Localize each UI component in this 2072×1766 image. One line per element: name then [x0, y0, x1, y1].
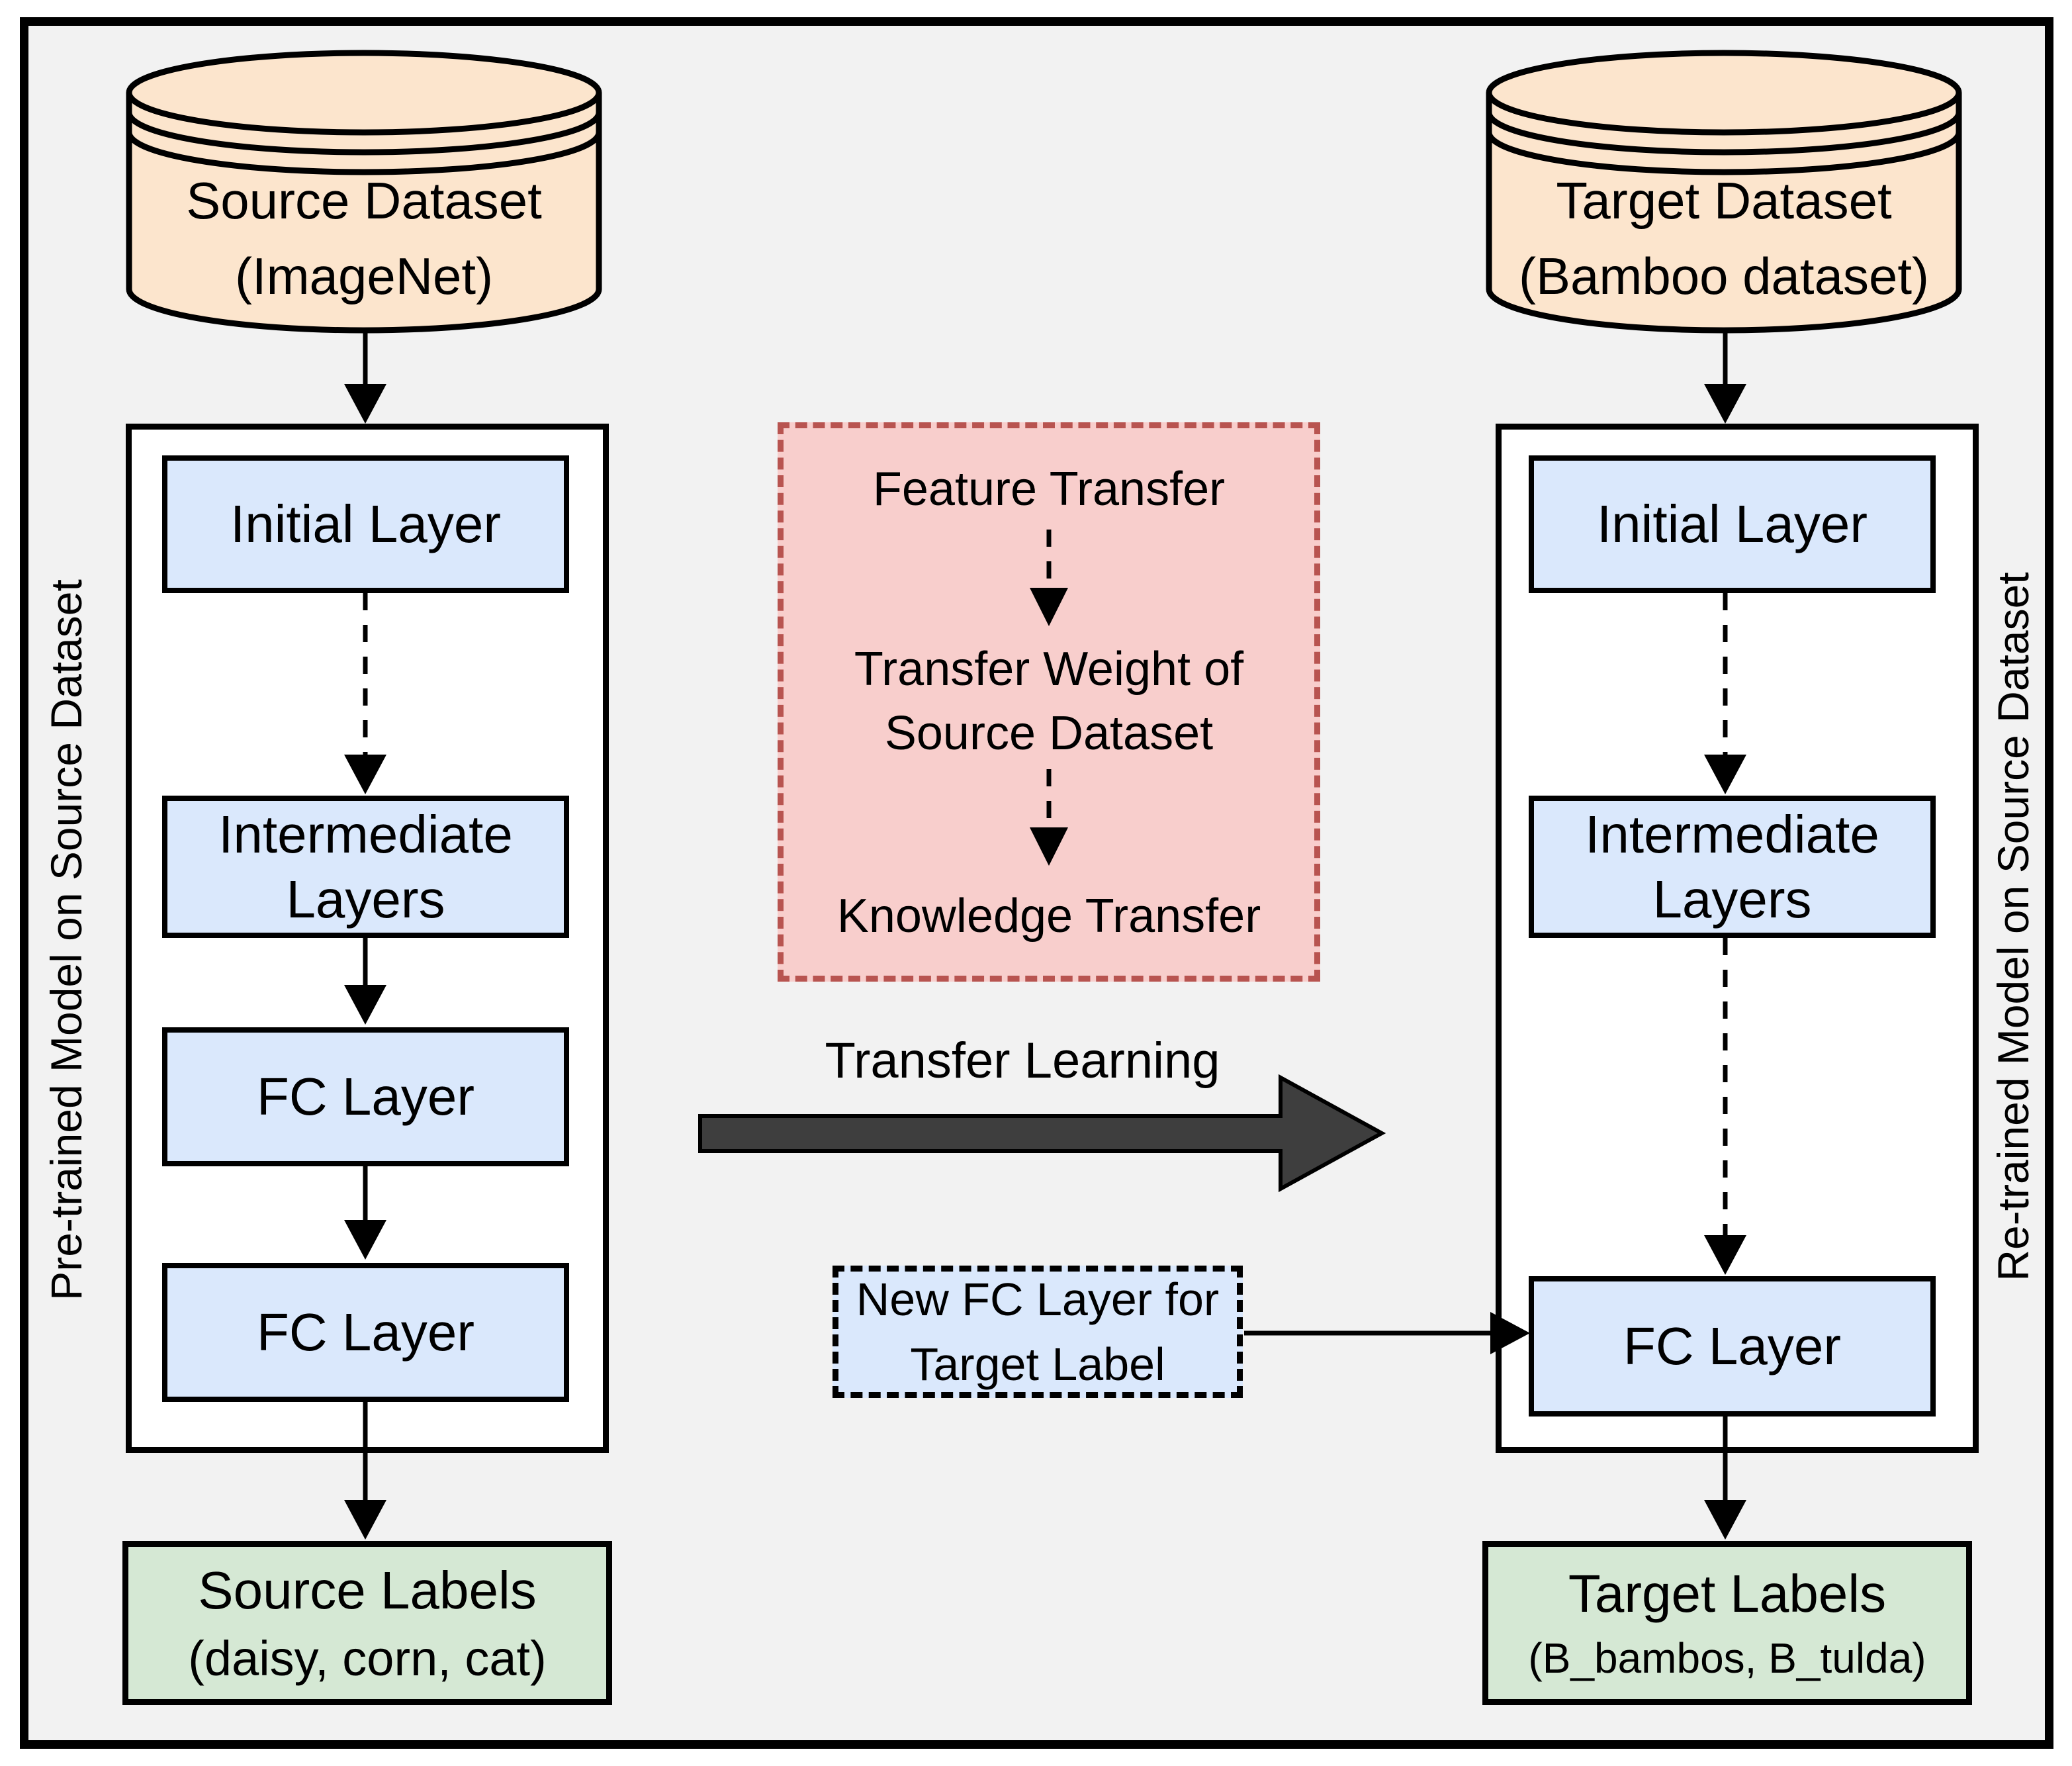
cylinder-body — [126, 93, 602, 334]
new-fc-layer-line2: Target Label — [910, 1338, 1165, 1390]
right-fc-layer-box: FC Layer — [1529, 1276, 1936, 1417]
knowledge-transfer-label: Knowledge Transfer — [836, 890, 1261, 943]
left-fc-layer-2-label: FC Layer — [257, 1303, 474, 1362]
source-dataset-name: Source Dataset — [186, 171, 542, 230]
transfer-steps-panel — [778, 422, 1320, 982]
cylinder-rim-line — [126, 112, 602, 156]
transfer-weight-line1: Transfer Weight of — [854, 642, 1244, 696]
right-initial-layer-box: Initial Layer — [1529, 455, 1936, 593]
transfer-weight-line2: Source Dataset — [884, 707, 1214, 760]
target-dataset-label: Target Dataset (Bamboo dataset) — [1486, 147, 1962, 330]
arrowhead — [1704, 384, 1746, 424]
left-intermediate-layers-box: Intermediate Layers — [162, 796, 569, 938]
left-initial-layer-label: Initial Layer — [230, 494, 502, 554]
transfer-learning-label: Transfer Learning — [825, 1032, 1220, 1089]
feature-transfer-label: Feature Transfer — [872, 463, 1226, 516]
source-dataset-subname: (ImageNet) — [234, 246, 494, 305]
right-side-label: Re-trained Model on Source Dataset — [1989, 572, 2038, 1281]
arrowhead — [344, 384, 386, 424]
source-dataset-label: Source Dataset (ImageNet) — [126, 147, 602, 330]
cylinder-body — [1486, 93, 1962, 334]
source-labels-box: Source Labels (daisy, corn, cat) — [122, 1541, 612, 1705]
cylinder-rim-line — [1486, 132, 1962, 175]
left-intermediate-layers-label: Intermediate Layers — [218, 804, 513, 929]
arrowhead — [1704, 1500, 1746, 1540]
left-fc-layer-box-1: FC Layer — [162, 1027, 569, 1166]
transfer-learning-arrow — [698, 1074, 1386, 1193]
left-side-label: Pre-trained Model on Source Dataset — [42, 579, 91, 1301]
target-labels-classes: (B_bambos, B_tulda) — [1528, 1634, 1926, 1682]
right-intermediate-layers-label: Intermediate Layers — [1585, 804, 1879, 929]
source-labels-classes: (daisy, corn, cat) — [188, 1630, 547, 1686]
cylinder-rim-line — [126, 132, 602, 175]
target-dataset-subname: (Bamboo dataset) — [1518, 246, 1929, 305]
right-initial-layer-label: Initial Layer — [1596, 494, 1868, 554]
cylinder-rim-line — [1486, 112, 1962, 156]
arrowhead — [344, 1500, 386, 1540]
new-fc-layer-box: New FC Layer for Target Label — [833, 1266, 1243, 1398]
database-icon — [126, 50, 602, 334]
target-labels-title: Target Labels — [1568, 1564, 1887, 1623]
target-dataset-name: Target Dataset — [1556, 171, 1892, 230]
database-icon — [1486, 50, 1962, 334]
left-fc-layer-box-2: FC Layer — [162, 1263, 569, 1402]
new-fc-layer-line1: New FC Layer for — [856, 1274, 1220, 1325]
target-dataset-cylinder: Target Dataset (Bamboo dataset) — [1486, 48, 1962, 336]
cylinder-lid — [1486, 50, 1962, 136]
right-intermediate-layers-box: Intermediate Layers — [1529, 796, 1936, 938]
transfer-weight-label: Transfer Weight of Source Dataset — [778, 632, 1320, 771]
left-fc-layer-1-label: FC Layer — [257, 1067, 474, 1127]
cylinder-lid — [126, 50, 602, 136]
source-dataset-cylinder: Source Dataset (ImageNet) — [126, 48, 602, 336]
source-labels-title: Source Labels — [198, 1560, 537, 1620]
right-fc-layer-label: FC Layer — [1623, 1317, 1841, 1376]
left-initial-layer-box: Initial Layer — [162, 455, 569, 593]
target-labels-box: Target Labels (B_bambos, B_tulda) — [1482, 1541, 1972, 1705]
